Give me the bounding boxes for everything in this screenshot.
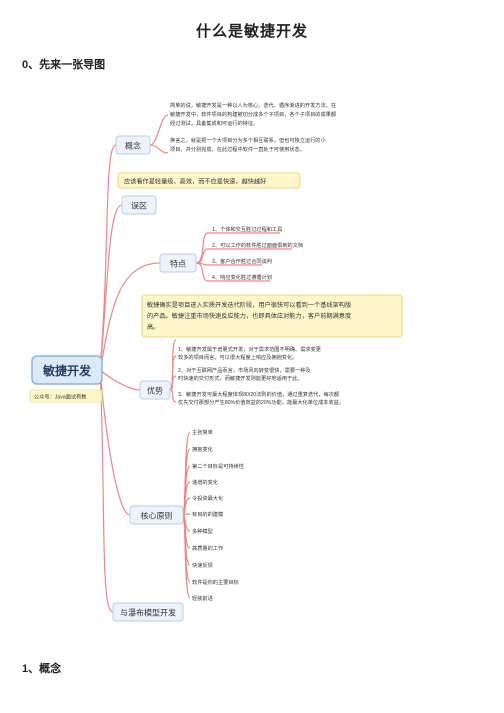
branch-advantages: 优势	[147, 386, 163, 396]
feature-item-1: 1、个体和交互胜过过程和工具	[212, 225, 282, 233]
advantages-note-box	[141, 294, 403, 338]
principle-item: 多种模型	[192, 527, 213, 535]
branch-concept-box	[115, 135, 151, 155]
feature-item-2: 2、可以工作的软件胜过面面俱到的文档	[212, 241, 303, 249]
connector-principles-items	[182, 431, 191, 599]
advantage-item-2: 2、对于互联网产品而言，市场风向转变很快，需要一种及 时快速的交付形式，而敏捷开…	[178, 366, 312, 382]
feature-item-3: 3、客户合作胜过合同谈判	[212, 257, 272, 265]
principle-item: 主张简单	[192, 428, 213, 436]
branch-waterfall: 与瀑布模型开发	[120, 608, 176, 618]
connector-adv-3	[169, 389, 177, 403]
connectors	[99, 114, 292, 613]
misconception-note-box	[117, 172, 301, 189]
branch-misconception: 误区	[131, 202, 147, 211]
advantage-item-3: 3、敏捷开发可最大程度体现80/20法则的价值，通过重复迭代，每次都 优先交付那…	[178, 390, 344, 406]
principle-item: 高质量的工作	[192, 544, 223, 552]
branch-waterfall-box	[112, 602, 184, 622]
connector-feature-1	[195, 232, 280, 264]
connector-waterfall	[99, 369, 114, 613]
advantage-item-1: 1、敏捷开发属于增量式开发，对于需求范围不明确、需求变更 较多的项目而言，可以很…	[178, 345, 322, 361]
misconception-note: 应该看作是轻量级、高效，而不应是快速，越快越好	[124, 178, 266, 186]
principle-item: 令投资最大化	[192, 494, 223, 502]
principle-items: 主张简单 拥抱变化 第二个目标是可持续性 递增的变化 令投资最大化 有目的的建模…	[192, 428, 244, 602]
branch-features-box	[159, 253, 197, 273]
connector-concept-note2	[149, 144, 169, 154]
branch-concept: 概念	[125, 141, 141, 151]
connector-principles	[99, 369, 131, 516]
concept-note-2: 换言之，就是把一个大项目分为多个相互联系，但也可独立运行的小 项目，并分别完成，…	[170, 136, 327, 153]
principle-item: 递增的变化	[192, 478, 218, 486]
connector-concept	[99, 144, 117, 371]
root-note-box	[29, 389, 103, 403]
principle-item: 软件是你的主要目标	[192, 578, 239, 586]
page-title: 什么是敏捷开发	[195, 23, 308, 40]
connector-features	[99, 262, 161, 371]
connector-concept-note1	[149, 114, 169, 146]
branch-misconception-box	[121, 195, 157, 215]
feature-item-4: 4、响应变化胜过遵循计划	[212, 273, 272, 281]
root-note: 公众号：Java面试有数	[34, 393, 87, 401]
branch-features: 特点	[170, 259, 186, 269]
principle-item: 第二个目标是可持续性	[192, 462, 244, 470]
connector-misconception	[99, 204, 123, 371]
branch-advantages-box	[139, 380, 171, 400]
principle-item: 拥抱变化	[192, 445, 213, 453]
root-node-box	[31, 355, 103, 385]
branch-principles: 核心原则	[141, 511, 173, 521]
principle-item: 快速反馈	[192, 561, 213, 569]
connector-advantages	[99, 369, 141, 391]
concept-note-1: 简单的说，敏捷开发是一种以人为核心、迭代、循序渐进的开发方法。在 敏捷开发中，软…	[170, 101, 337, 127]
root-node: 敏捷开发	[42, 363, 92, 378]
principle-item: 轻装前进	[192, 594, 213, 602]
principle-item: 有目的的建模	[192, 510, 223, 518]
branch-principles-box	[129, 505, 184, 525]
section-heading-0: 0、先来一张导图	[22, 59, 106, 71]
connector-feature-4	[195, 262, 270, 282]
section-heading-1: 1、概念	[22, 663, 62, 675]
advantages-note: 敏捷确实是项目进入实质开发迭代阶段，用户很快可以看到一个基线架构版 的产品。敏捷…	[147, 301, 353, 331]
